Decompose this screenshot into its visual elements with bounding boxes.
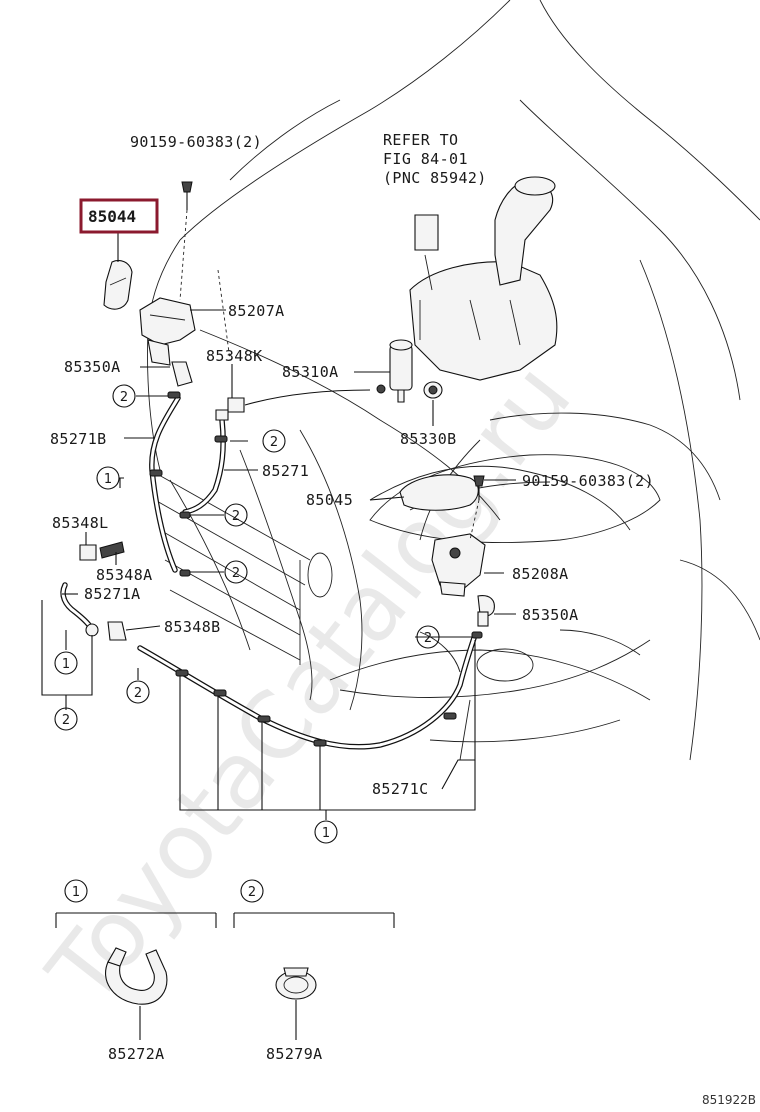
label-85279A[interactable]: 85279A xyxy=(266,1045,323,1063)
left-headlamp-washer-nozzle xyxy=(139,297,196,366)
label-85045[interactable]: 85045 xyxy=(306,491,353,509)
label-85271[interactable]: 85271 xyxy=(262,462,309,480)
label-85310A[interactable]: 85310A xyxy=(282,363,339,381)
label-85348K[interactable]: 85348K xyxy=(206,347,263,365)
label-85348B[interactable]: 85348B xyxy=(164,618,221,636)
legend-clamp-1 xyxy=(55,912,217,1040)
callout-2: 2 xyxy=(248,885,256,900)
label-85350A-left[interactable]: 85350A xyxy=(64,358,121,376)
vehicle-body-outline xyxy=(147,0,760,761)
nozzle-cover-85045 xyxy=(399,474,479,511)
label-90159-top[interactable]: 90159-60383(2) xyxy=(130,133,262,151)
label-refer-line2: FIG 84-01 xyxy=(383,150,468,168)
label-85044[interactable]: 85044 xyxy=(88,207,136,226)
right-headlamp-washer-nozzle xyxy=(431,533,486,597)
bolt-90159-top xyxy=(179,181,193,301)
washer-pump xyxy=(376,339,413,403)
callout-1: 1 xyxy=(72,885,80,900)
hose-clamps xyxy=(149,391,483,747)
label-85271B[interactable]: 85271B xyxy=(50,430,107,448)
label-85272A[interactable]: 85272A xyxy=(108,1045,165,1063)
bolt-90159-mid xyxy=(469,475,485,541)
label-85271A[interactable]: 85271A xyxy=(84,585,141,603)
label-refer-line1: REFER TO xyxy=(383,131,458,149)
legend-clamp-2 xyxy=(233,912,395,1040)
callout-1: 1 xyxy=(62,657,70,672)
callout-circles: 2 2 1 2 2 2 1 2 2 1 1 2 xyxy=(54,384,440,903)
label-90159-mid[interactable]: 90159-60383(2) xyxy=(522,472,654,490)
part-labels: 85044 90159-60383(2) REFER TO FIG 84-01 … xyxy=(50,131,654,1063)
washer-tank xyxy=(409,176,558,381)
callout-1: 1 xyxy=(322,826,330,841)
figure-id: 851922B xyxy=(702,1093,756,1107)
leader-lines xyxy=(41,233,516,820)
callout-2: 2 xyxy=(232,566,240,581)
hose-joints xyxy=(79,361,495,641)
callout-2: 2 xyxy=(120,390,128,405)
callout-2: 2 xyxy=(270,435,278,450)
label-85208A[interactable]: 85208A xyxy=(512,565,569,583)
label-85348L[interactable]: 85348L xyxy=(52,514,109,532)
label-85207A[interactable]: 85207A xyxy=(228,302,285,320)
nozzle-cover-85044 xyxy=(103,259,133,310)
callout-1: 1 xyxy=(104,472,112,487)
grommet-85330B xyxy=(423,381,443,399)
label-85350A-right[interactable]: 85350A xyxy=(522,606,579,624)
label-85330B[interactable]: 85330B xyxy=(400,430,457,448)
highlight-box xyxy=(79,198,159,234)
label-85348A[interactable]: 85348A xyxy=(96,566,153,584)
callout-2: 2 xyxy=(62,713,70,728)
label-85271C[interactable]: 85271C xyxy=(372,780,429,798)
callout-2: 2 xyxy=(424,631,432,646)
label-refer-line3: (PNC 85942) xyxy=(383,169,487,187)
callout-2: 2 xyxy=(232,509,240,524)
callout-2: 2 xyxy=(134,686,142,701)
